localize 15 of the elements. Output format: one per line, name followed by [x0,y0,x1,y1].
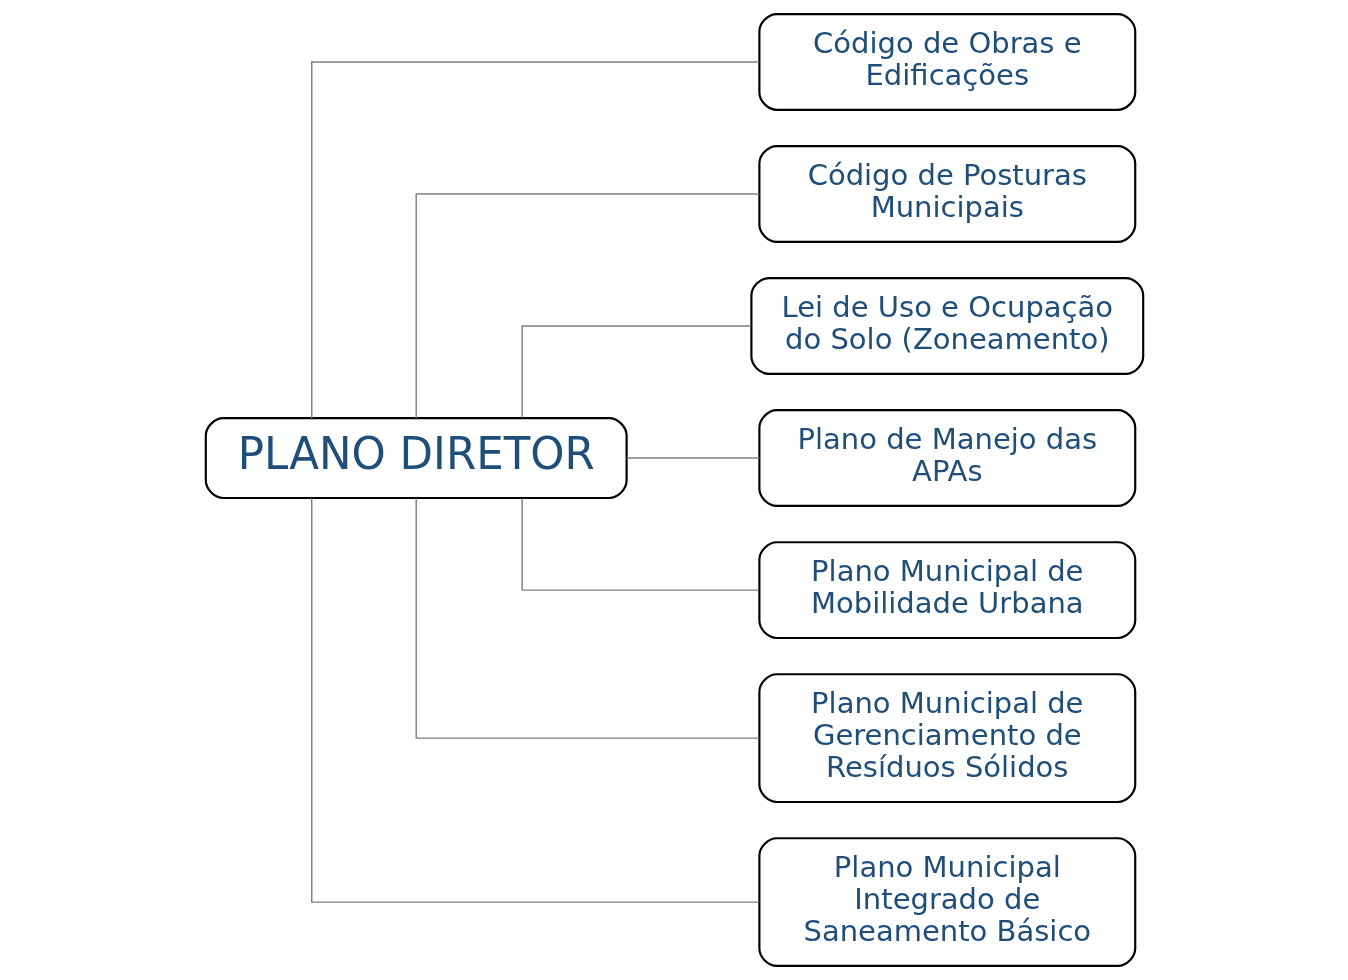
connector [310,61,760,419]
node-box: Plano de Manejo das APAs [757,409,1136,508]
connector [520,325,752,419]
connector [415,497,760,739]
connector [520,497,760,591]
connector [310,497,760,903]
node-box: Plano Municipal Integrado de Saneamento Básico [757,837,1136,968]
node-box: Código de Obras e Edificações [757,12,1136,111]
node-box: Código de Posturas Municipais [757,145,1136,243]
node-box: Lei de Uso e Ocupação do Solo (Zoneamento) [749,277,1144,375]
node-box: Plano Municipal de Gerenciamento de Resíduos Sólidos [757,673,1136,804]
connector [415,193,760,419]
connector [625,457,760,459]
node-box: Plano Municipal de Mobilidade Urbana [757,541,1136,640]
node-box: PLANO DIRETOR [204,417,628,500]
